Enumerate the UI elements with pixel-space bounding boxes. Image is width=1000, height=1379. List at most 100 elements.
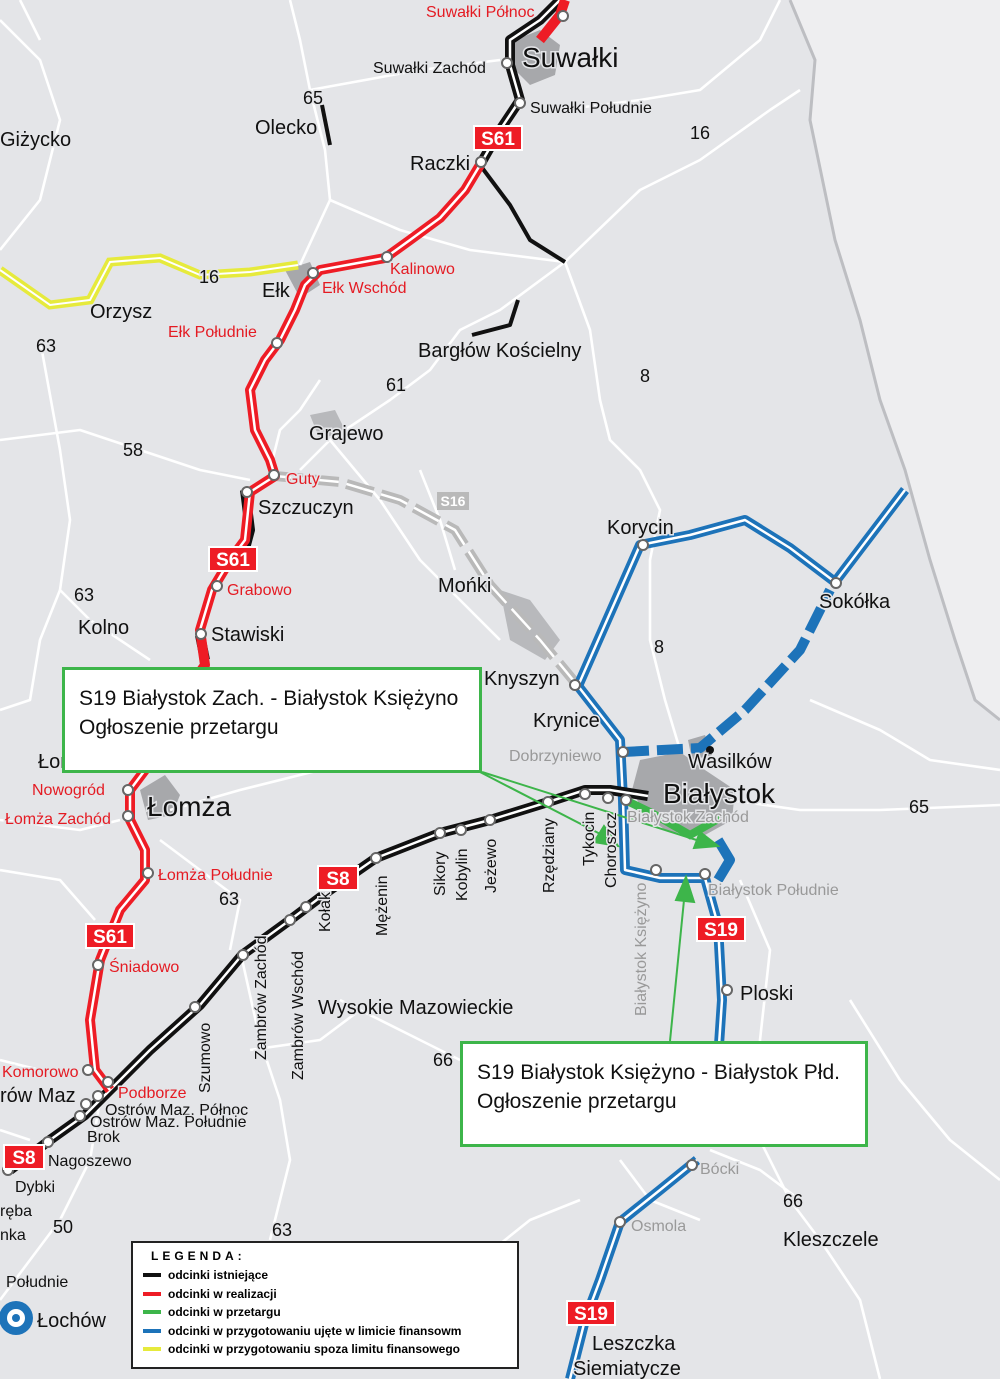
urban-area-grajewo: [310, 410, 345, 440]
junction-label-red: Śniadowo: [109, 957, 179, 976]
legend-item: odcinki istniejące: [143, 1266, 507, 1285]
map-labels: SuwałkiBiałystokŁomżaGiżyckoOleckoRaczki…: [0, 3, 931, 1379]
junction-label-red: Ełk Południe: [168, 324, 257, 341]
town-label: Ełk: [262, 280, 291, 302]
road-number: 66: [783, 1191, 803, 1211]
legend-item: odcinki w przygotowaniu ujęte w limicie …: [143, 1322, 507, 1341]
legend-swatch: [143, 1291, 161, 1296]
town-label: Krynice: [533, 710, 600, 732]
callout-title: S19 Białystok Zach. - Białystok Księżyno: [79, 687, 459, 710]
junction-label-red: Komorowo: [2, 1064, 79, 1081]
town-label: Giżycko: [0, 129, 71, 151]
town-label: Ploski: [740, 983, 793, 1005]
town-label: Kolno: [78, 617, 129, 639]
road-number: 50: [53, 1217, 73, 1237]
town-label: Łochów: [37, 1310, 106, 1332]
callout-title: S19 Białystok Księżyno - Białystok Płd.: [477, 1061, 840, 1084]
road-shield-label: S8: [12, 1148, 35, 1169]
road-shield-label: S61: [481, 129, 515, 150]
junction-label-vertical: Tykocin: [581, 812, 598, 866]
legend-item: odcinki w przygotowaniu spoza limitu fin…: [143, 1340, 507, 1359]
town-label: Siemiatycze: [573, 1358, 681, 1379]
junction-label-red: Nowogród: [32, 782, 105, 799]
junction-label-gray: Bócki: [700, 1161, 739, 1178]
junction-label: Południe: [6, 1274, 68, 1291]
callout-status: Ogłoszenie przetargu: [79, 716, 279, 739]
junction-label: Brok: [87, 1129, 121, 1146]
junction-label-red: Grabowo: [227, 582, 292, 599]
road-number: 63: [272, 1220, 292, 1240]
town-label: Leszczka: [592, 1333, 676, 1355]
road-shield: [473, 125, 523, 151]
road-number: 8: [654, 637, 664, 657]
lochow-junction-icon: [0, 1301, 33, 1335]
road-shield-label: S8: [326, 869, 349, 890]
s61-construction-inner: [88, 164, 482, 1091]
town-label: Kleszczele: [783, 1229, 879, 1251]
city-label: Białystok: [663, 778, 776, 809]
junction-label: Suwałki Zachód: [373, 60, 486, 77]
legend-item: odcinki w realizacji: [143, 1285, 507, 1304]
junction-label-vertical: Kobylin: [454, 849, 471, 901]
road-shield: [3, 1144, 45, 1170]
town-label: Mońki: [438, 575, 491, 597]
legend-title: LEGENDA:: [151, 1249, 246, 1263]
legend-label: odcinki w przygotowaniu spoza limitu fin…: [168, 1342, 461, 1357]
junction-label-vertical: Jeżewo: [483, 839, 500, 893]
junction-label: Ostrów Maz. Południe: [90, 1114, 247, 1131]
city-label: Łomża: [147, 791, 231, 822]
junction-label-gray: Dobrzyniewo: [509, 748, 602, 765]
junction-label-red: Kalinowo: [390, 261, 455, 278]
town-label: Wasilków: [688, 751, 772, 773]
junction-markers: [2, 10, 842, 1228]
town-label: Orzysz: [90, 301, 152, 323]
tender-section: [623, 796, 722, 840]
callout-arrows: [479, 771, 721, 1042]
callout-s19-south: S19 Białystok Księżyno - Białystok Płd. …: [460, 1041, 868, 1147]
road-shield: [85, 923, 135, 949]
existing-roads: [7, 0, 649, 1174]
existing-black-spurs: [320, 104, 567, 337]
wasilkow-point: [706, 746, 714, 754]
road-number: 61: [386, 375, 406, 395]
border-region: [790, 0, 1000, 720]
existing-roads-inner: [9, 0, 649, 1171]
junction-label-vertical: Choroszcz: [603, 812, 620, 888]
yellow-route-16-inner: [0, 256, 299, 307]
junction-label-vertical: Sikory: [432, 852, 449, 896]
junction-label-vertical: Zambrów Zachód: [253, 936, 270, 1061]
road-number: 58: [123, 440, 143, 460]
road-number: 65: [303, 88, 323, 108]
junction-label-red: Łomża Zachód: [5, 811, 111, 828]
town-label: rów Maz: [0, 1085, 76, 1107]
junction-label-vertical: Zambrów Wschód: [290, 951, 307, 1080]
legend-label: odcinki w przetargu: [168, 1305, 281, 1320]
road-number: 8: [640, 366, 650, 386]
town-label: Bargłów Kościelny: [418, 340, 581, 362]
junction-label-red: Podborze: [118, 1085, 187, 1102]
town-label: Grajewo: [309, 423, 383, 445]
junction-label-red: Ełk Wschód: [322, 280, 406, 297]
legend-label: odcinki w realizacji: [168, 1286, 277, 1301]
legend-label: odcinki istniejące: [168, 1268, 269, 1283]
junction-label-gray: Osmola: [631, 1218, 686, 1235]
town-label: Szczuczyn: [258, 497, 354, 519]
legend-label: odcinki w przygotowaniu ujęte w limicie …: [168, 1323, 462, 1338]
road-shield-label: S19: [704, 920, 738, 941]
s16-planned-route-inner: [274, 474, 579, 687]
town-label: Olecko: [255, 117, 317, 139]
road-number: 65: [909, 797, 929, 817]
junction-label-red: Łomża Południe: [158, 867, 273, 884]
s16-shield-label: S16: [441, 493, 466, 509]
road-number: 63: [36, 336, 56, 356]
junction-label-vertical: Szumowo: [197, 1023, 214, 1093]
callout-status: Ogłoszenie przetargu: [477, 1090, 677, 1113]
road-shield: [696, 916, 746, 942]
road-number: 63: [74, 585, 94, 605]
map-legend: LEGENDA: odcinki istniejące odcinki w rea…: [131, 1241, 519, 1369]
junction-label: ręba: [0, 1203, 32, 1220]
road-shield: [317, 865, 359, 891]
road-shield-label: S19: [574, 1304, 608, 1325]
